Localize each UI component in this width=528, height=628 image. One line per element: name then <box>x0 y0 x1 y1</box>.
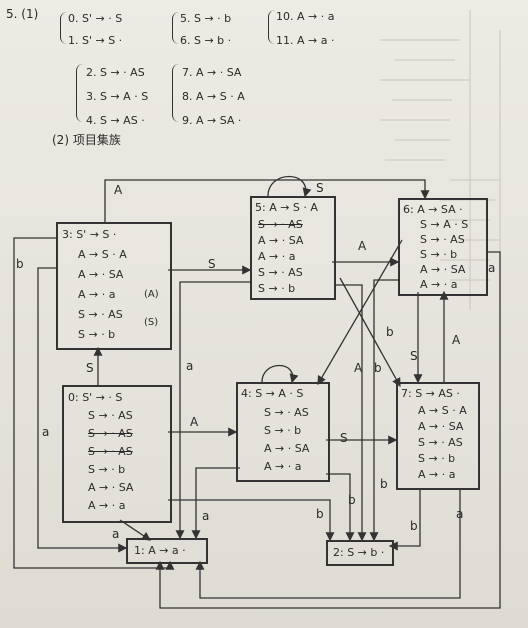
edge-label: A <box>114 183 123 197</box>
edge-label: a <box>42 425 50 439</box>
section-heading: (2) 项目集族 <box>52 133 121 147</box>
brace-1 <box>60 12 67 44</box>
state-0-item-4: S → · b <box>88 463 126 476</box>
edge-label: a <box>488 261 496 275</box>
state-5-item-1: S → · AS <box>258 218 303 231</box>
brace-3 <box>268 10 275 44</box>
edge-label: S <box>208 257 216 271</box>
production-11: 11. A → a · <box>276 34 335 47</box>
state-7-item-1: A → S · A <box>418 404 467 417</box>
state-4-item-0: 4: S → A · S <box>241 387 304 400</box>
state-3-item-3: A → · a <box>78 288 116 301</box>
state-7-item-4: S → · b <box>418 452 456 465</box>
state-0-item-2: S → · AS <box>88 427 133 440</box>
state-4: 4: S → A · S S → · AS S → · b A → · SA A… <box>236 382 330 482</box>
state-3-item-0: 3: S' → S · <box>62 228 117 241</box>
state-6-item-4: A → · SA <box>420 263 466 276</box>
state-7-item-5: A → · a <box>418 468 456 481</box>
state-4-item-3: A → · SA <box>264 442 310 455</box>
state-3-item-2: A → · SA <box>78 268 124 281</box>
state-1: 1: A → a · <box>126 538 208 564</box>
state-5-item-0: 5: A → S · A <box>255 201 318 214</box>
state-5: 5: A → S · A S → · AS A → · SA A → · a S… <box>250 196 336 300</box>
edge-label: a <box>456 507 464 521</box>
state-3-item-4: S → · AS <box>78 308 123 321</box>
state-7-item-3: S → · AS <box>418 436 463 449</box>
production-2: 2. S → · AS <box>86 66 145 79</box>
edge-label: A <box>354 361 363 375</box>
edge-label: S <box>340 431 348 445</box>
state-3: 3: S' → S · A → S · A A → · SA A → · a (… <box>56 222 172 350</box>
edge-label: S <box>410 349 418 363</box>
production-10: 10. A → · a <box>276 10 335 23</box>
state-1-item-0: 1: A → a · <box>134 544 186 557</box>
state-0: 0: S' → · S S → · AS S → · AS S → · AS S… <box>62 385 172 523</box>
production-3: 3. S → A · S <box>86 90 149 103</box>
edge-label: b <box>348 493 356 507</box>
state-6-item-2: S → · AS <box>420 233 465 246</box>
state-7-item-0: 7: S → AS · <box>401 387 460 400</box>
edge-label: A <box>190 415 199 429</box>
state-5-item-4: S → · AS <box>258 266 303 279</box>
state-6-item-0: 6: A → SA · <box>403 203 463 216</box>
state-4-item-4: A → · a <box>264 460 302 473</box>
production-4: 4. S → AS · <box>86 114 145 127</box>
edge-label: b <box>386 325 394 339</box>
state-2-item-0: 2: S → b · <box>333 546 385 559</box>
edge-label: a <box>112 527 120 541</box>
production-7: 7. A → · SA <box>182 66 242 79</box>
edge-label: S <box>316 181 324 195</box>
brace-2 <box>172 12 179 44</box>
brace-4 <box>76 64 83 122</box>
state-0-item-0: 0: S' → · S <box>68 391 123 404</box>
state-7-item-2: A → · SA <box>418 420 464 433</box>
production-5: 5. S → · b <box>180 12 232 25</box>
state-0-item-3: S → · AS <box>88 445 133 458</box>
state-3-item-1: A → S · A <box>78 248 127 261</box>
state-3-note-s: (S) <box>144 317 159 328</box>
state-0-item-6: A → · a <box>88 499 126 512</box>
state-7: 7: S → AS · A → S · A A → · SA S → · AS … <box>396 382 480 490</box>
state-6-item-1: S → A · S <box>420 218 469 231</box>
edge-label: b <box>380 477 388 491</box>
state-5-item-3: A → · a <box>258 250 296 263</box>
state-6-item-3: S → · b <box>420 248 458 261</box>
state-5-item-2: A → · SA <box>258 234 304 247</box>
state-5-item-5: S → · b <box>258 282 296 295</box>
edge-label: b <box>374 361 382 375</box>
production-9: 9. A → SA · <box>182 114 242 127</box>
state-3-item-5: S → · b <box>78 328 116 341</box>
edge-label: b <box>410 519 418 533</box>
state-6-item-5: A → · a <box>420 278 458 291</box>
edge-label: a <box>202 509 210 523</box>
state-4-item-1: S → · AS <box>264 406 309 419</box>
edge-label: a <box>186 359 194 373</box>
production-1: 1. S' → S · <box>68 34 123 47</box>
state-0-item-5: A → · SA <box>88 481 134 494</box>
state-4-item-2: S → · b <box>264 424 302 437</box>
edge-label: b <box>16 257 24 271</box>
production-0: 0. S' → · S <box>68 12 123 25</box>
edge-label: A <box>358 239 367 253</box>
state-2: 2: S → b · <box>326 540 394 566</box>
edge-label: b <box>316 507 324 521</box>
brace-5 <box>172 64 179 122</box>
edge-label: S <box>86 361 94 375</box>
state-0-item-1: S → · AS <box>88 409 133 422</box>
state-6: 6: A → SA · S → A · S S → · AS S → · b A… <box>398 198 488 296</box>
exercise-number: 5. (1) <box>6 7 39 21</box>
production-6: 6. S → b · <box>180 34 232 47</box>
production-8: 8. A → S · A <box>182 90 245 103</box>
state-3-note-a: (A) <box>144 289 159 300</box>
edge-label: A <box>452 333 461 347</box>
